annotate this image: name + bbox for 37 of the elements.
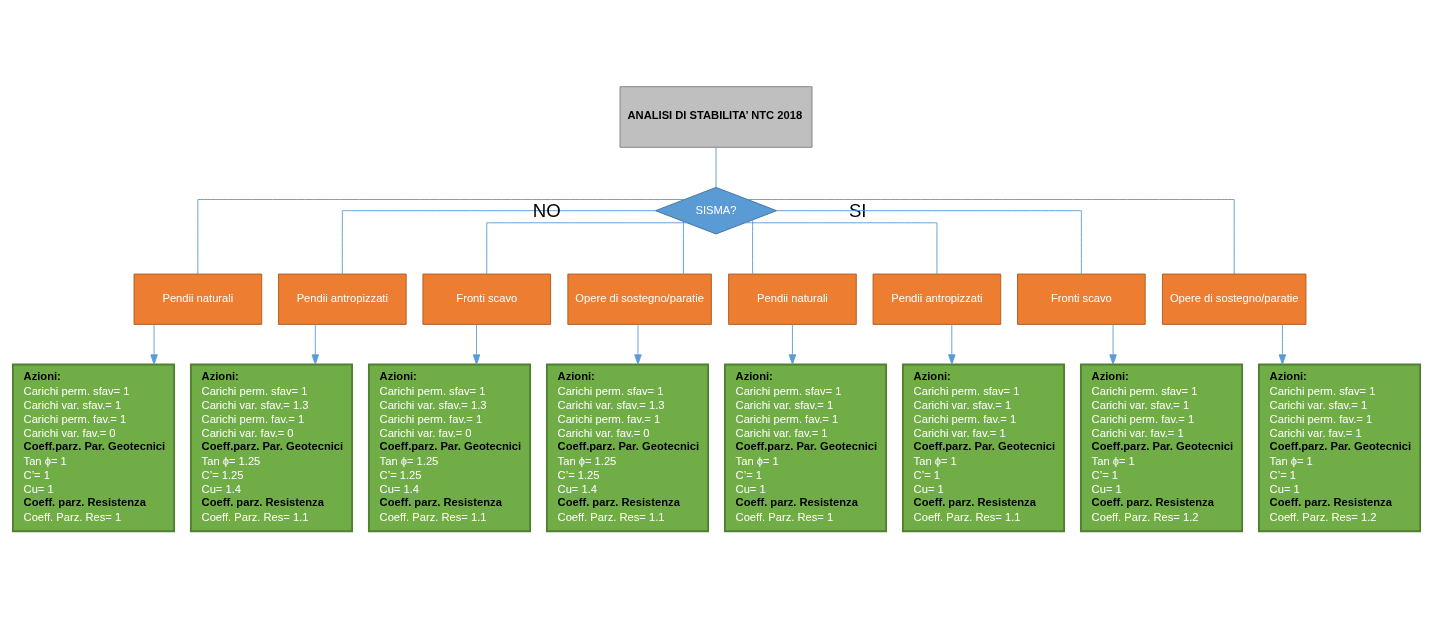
node-diamond: SISMA? <box>655 186 778 234</box>
connector <box>197 198 685 274</box>
node-box: Pendii antropizzati <box>872 273 1002 325</box>
connector <box>715 146 717 188</box>
connector <box>341 209 656 274</box>
node-box: Azioni: Carichi perm. sfav= 1 Carichi var. sfav.= 1.3 Carichi perm. fav.= 1 Carichi var. fav.= 0 Coeff.parz. Par. Geotecnici Tan ϕ= 1.25 C’= 1.25 Cu= 1.4 Coeff. parz. Resistenza Coeff. Parz. Res= 1.1 <box>545 363 710 532</box>
node-box: Fronti scavo <box>1017 273 1146 325</box>
node-box: Azioni: Carichi perm. sfav= 1 Carichi var. sfav.= 1 Carichi perm. fav.= 1 Carichi var. fav.= 0 Coeff.parz. Par. Geotecnici Tan ϕ= 1 C’= 1 Cu= 1 Coeff. parz. Resistenza Coeff. Parz. Res= 1 <box>11 363 176 532</box>
connector <box>682 220 684 274</box>
edge-label: SI <box>848 199 867 221</box>
node-box: Opere di sostegno/paratie <box>1161 273 1307 325</box>
arrow <box>1109 323 1117 365</box>
arrow <box>472 323 481 365</box>
arrow <box>1278 323 1287 365</box>
arrow <box>150 323 158 365</box>
arrow <box>788 323 797 365</box>
node-box: Opere di sostegno/paratie <box>567 273 712 325</box>
connector <box>747 198 1235 274</box>
node-box: Fronti scavo <box>422 273 552 325</box>
node-box: Pendii naturali <box>728 273 857 325</box>
arrow <box>948 323 956 365</box>
connector <box>486 221 688 274</box>
node-box: Azioni: Carichi perm. sfav= 1 Carichi var. sfav.= 1 Carichi perm. fav.= 1 Carichi var. fav.= 1 Coeff.parz. Par. Geotecnici Tan ϕ= 1 C’= 1 Cu= 1 Coeff. parz. Resistenza Coeff. Parz. Res= 1.2 <box>1257 363 1422 532</box>
connector <box>744 221 938 274</box>
node-box: Azioni: Carichi perm. sfav= 1 Carichi var. sfav.= 1 Carichi perm. fav.= 1 Carichi var. fav.= 1 Coeff.parz. Par. Geotecnici Tan ϕ= 1 C’= 1 Cu= 1 Coeff. parz. Resistenza Coeff. Parz. Res= 1.2 <box>1079 363 1244 532</box>
node-box: Azioni: Carichi perm. sfav= 1 Carichi var. sfav.= 1.3 Carichi perm. fav.= 1 Carichi var. fav.= 0 Coeff.parz. Par. Geotecnici Tan ϕ= 1.25 C’= 1.25 Cu= 1.4 Coeff. parz. Resistenza Coeff. Parz. Res= 1.1 <box>189 363 354 532</box>
node-box: Pendii antropizzati <box>278 273 407 325</box>
node-box: Pendii naturali <box>133 273 263 325</box>
connector <box>752 219 754 274</box>
node-box: Azioni: Carichi perm. sfav= 1 Carichi var. sfav.= 1.3 Carichi perm. fav.= 1 Carichi var. fav.= 0 Coeff.parz. Par. Geotecnici Tan ϕ= 1.25 C’= 1.25 Cu= 1.4 Coeff. parz. Resistenza Coeff. Parz. Res= 1.1 <box>367 363 532 532</box>
edge-label: NO <box>532 199 561 221</box>
arrow <box>634 323 642 365</box>
connector <box>776 209 1082 274</box>
node-box: ANALISI DI STABILITA’ NTC 2018 <box>619 85 813 148</box>
arrow <box>311 323 319 365</box>
node-box: Azioni: Carichi perm. sfav= 1 Carichi var. sfav.= 1 Carichi perm. fav.= 1 Carichi var. fav.= 1 Coeff.parz. Par. Geotecnici Tan ϕ= 1 C’= 1 Cu= 1 Coeff. parz. Resistenza Coeff. Parz. Res= 1.1 <box>901 363 1066 532</box>
node-box: Azioni: Carichi perm. sfav= 1 Carichi var. sfav.= 1 Carichi perm. fav.= 1 Carichi var. fav.= 1 Coeff.parz. Par. Geotecnici Tan ϕ= 1 C’= 1 Cu= 1 Coeff. parz. Resistenza Coeff. Parz. Res= 1 <box>723 363 888 532</box>
